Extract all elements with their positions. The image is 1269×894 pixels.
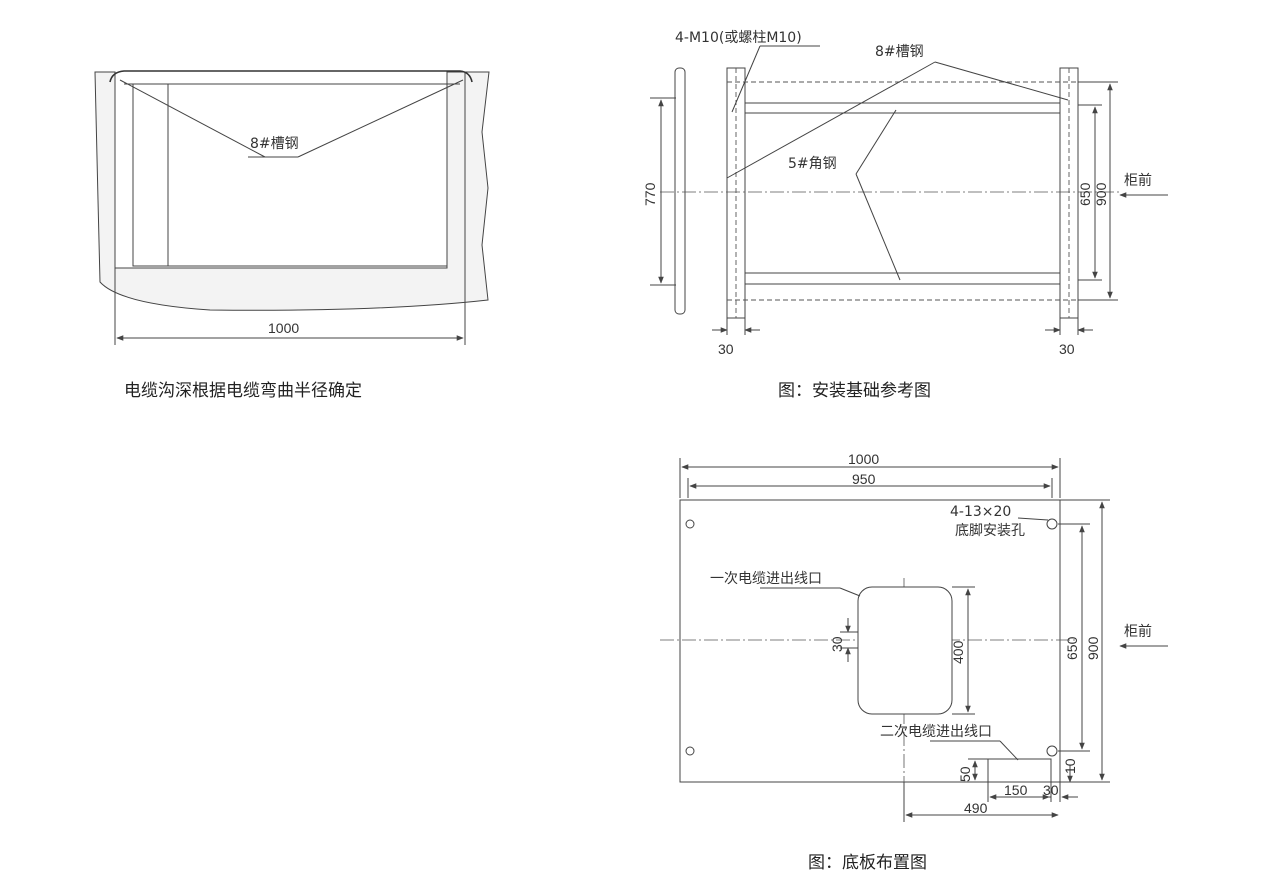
fig3-dim-490: 490	[964, 800, 988, 816]
fig1-caption: 电缆沟深根据电缆弯曲半径确定	[124, 381, 362, 401]
mounting-hole-br	[1046, 745, 1058, 757]
fig3-dim-400: 400	[950, 640, 966, 664]
fig1-channel-label: 8#槽钢	[250, 136, 299, 152]
fig2-front-label: 柜前	[1124, 172, 1152, 189]
primary-cable-opening	[857, 586, 953, 715]
fig2-caption: 图：安装基础参考图	[778, 381, 931, 401]
fig3-dim-30-v: 30	[829, 636, 845, 652]
fig3-front-label: 柜前	[1124, 623, 1152, 640]
fig3-dim-1000: 1000	[848, 451, 879, 467]
fig1-width-dim: 1000	[268, 320, 299, 336]
fig2-dim-30-left: 30	[718, 341, 734, 357]
mounting-hole-bl	[685, 746, 695, 756]
fig3-dim-10: 10	[1062, 758, 1078, 774]
figure-cable-trench: 8#槽钢 1000 电缆沟深根据电缆弯曲半径确定	[94, 70, 490, 401]
fig3-dim-150: 150	[1004, 782, 1028, 798]
fig2-dim-770: 770	[642, 182, 658, 206]
fig3-dim-950: 950	[852, 471, 876, 487]
fig3-holes-label: 底脚安装孔	[955, 523, 1025, 539]
fig3-secondary-label: 二次电缆进出线口	[880, 724, 992, 740]
mounting-hole-tl	[685, 519, 695, 529]
fig2-dim-650: 650	[1077, 182, 1093, 206]
channel-steel-top	[109, 70, 473, 83]
fig3-dim-900: 900	[1085, 636, 1101, 660]
fig2-dim-30-right: 30	[1059, 341, 1075, 357]
fig3-primary-label: 一次电缆进出线口	[710, 571, 822, 587]
figure-base-plate: 1000 950 4-13×20 底脚安装孔 一次电缆进出线口 30 400 6…	[660, 451, 1168, 873]
fig3-caption: 图：底板布置图	[808, 853, 927, 873]
fig3-dim-650: 650	[1064, 636, 1080, 660]
figure-foundation: 4-M10(或螺柱M10) 8#槽钢 5#角钢 770 650 900 柜前 3…	[642, 30, 1168, 401]
fig2-bolt-label: 4-M10(或螺柱M10)	[675, 30, 802, 46]
angle-steel-bottom	[744, 272, 1061, 285]
secondary-cable-opening	[987, 758, 1052, 783]
fig3-holes-spec: 4-13×20	[950, 504, 1011, 520]
trench-concrete	[94, 71, 490, 311]
left-side-channel	[674, 67, 686, 315]
mounting-hole-tr	[1046, 518, 1058, 530]
fig3-dim-50: 50	[957, 766, 973, 782]
fig2-angle-label: 5#角钢	[788, 156, 837, 172]
fig2-channel-label: 8#槽钢	[875, 44, 924, 60]
fig2-dim-900: 900	[1093, 182, 1109, 206]
trench-void	[132, 83, 448, 267]
angle-steel-top	[744, 102, 1061, 114]
fig3-dim-30-h: 30	[1043, 782, 1059, 798]
